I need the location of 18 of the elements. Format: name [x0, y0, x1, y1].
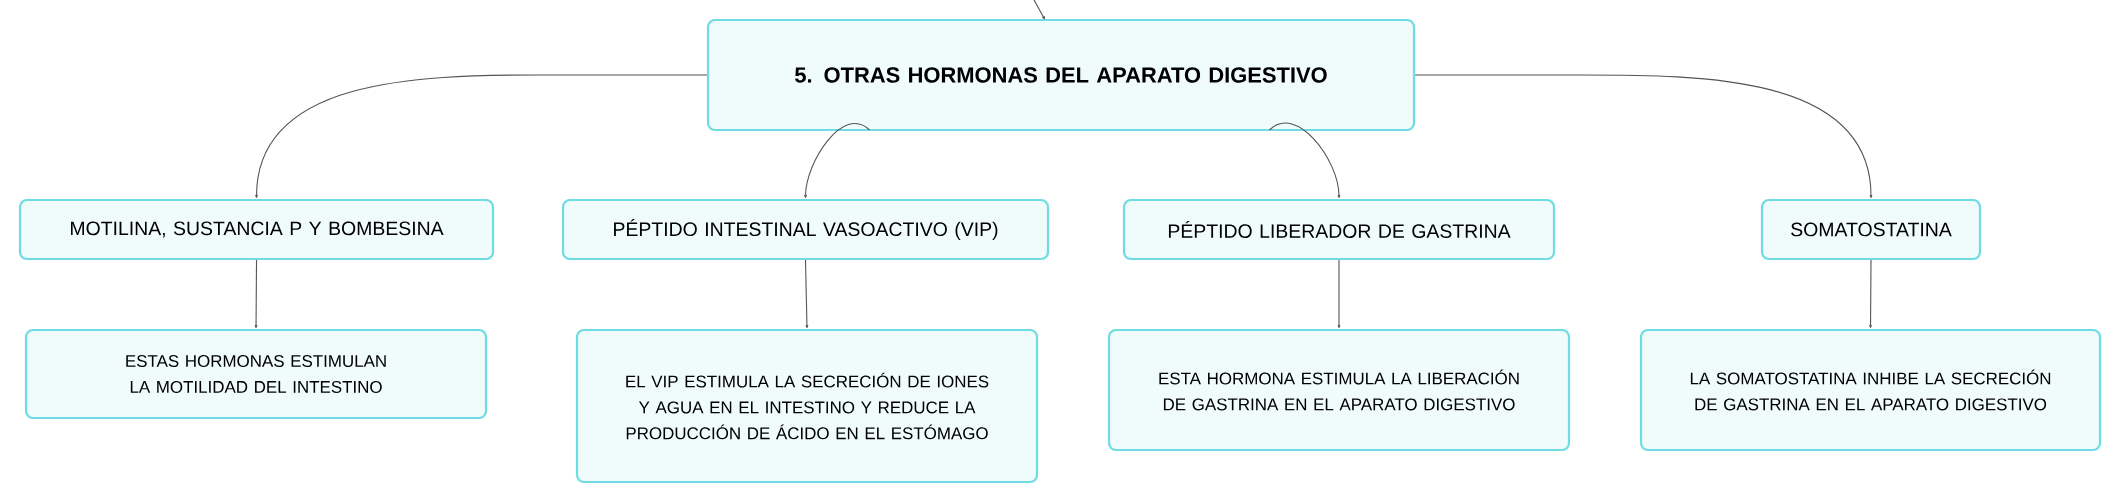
arrow: [804, 122, 870, 199]
arrow: [804, 259, 809, 329]
arrow: [1414, 74, 1873, 199]
arrow: [255, 74, 708, 199]
description-box: EL VIP ESTIMULA LA SECRECIÓN DE IONES Y AGUA EN EL INTESTINO Y REDUCE LA PRODUCCIÓN DE ÁCIDO EN EL ESTÓMAGO: [575, 328, 1039, 484]
arrow: [1869, 259, 1872, 329]
description-box: ESTAS HORMONAS ESTIMULAN LA MOTILIDAD DEL INTESTINO: [24, 328, 488, 420]
description-box: ESTA HORMONA ESTIMULA LA LIBERACIÓN DE GASTRINA EN EL APARATO DIGESTIVO: [1107, 328, 1571, 452]
topic-box: PÉPTIDO INTESTINAL VASOACTIVO (VIP): [561, 198, 1050, 261]
topic-box: PÉPTIDO LIBERADOR DE GASTRINA: [1122, 198, 1556, 261]
topic-box: MOTILINA, SUSTANCIA P Y BOMBESINA: [18, 198, 495, 261]
arrow: [1268, 122, 1341, 199]
arrow: [1032, 0, 1045, 20]
title-box: 5. OTRAS HORMONAS DEL APARATO DIGESTIVO: [706, 18, 1416, 132]
description-box: LA SOMATOSTATINA INHIBE LA SECRECIÓN DE GASTRINA EN EL APARATO DIGESTIVO: [1639, 328, 2102, 452]
topic-box: SOMATOSTATINA: [1760, 198, 1982, 261]
arrow: [1337, 259, 1341, 329]
arrow: [254, 259, 258, 329]
